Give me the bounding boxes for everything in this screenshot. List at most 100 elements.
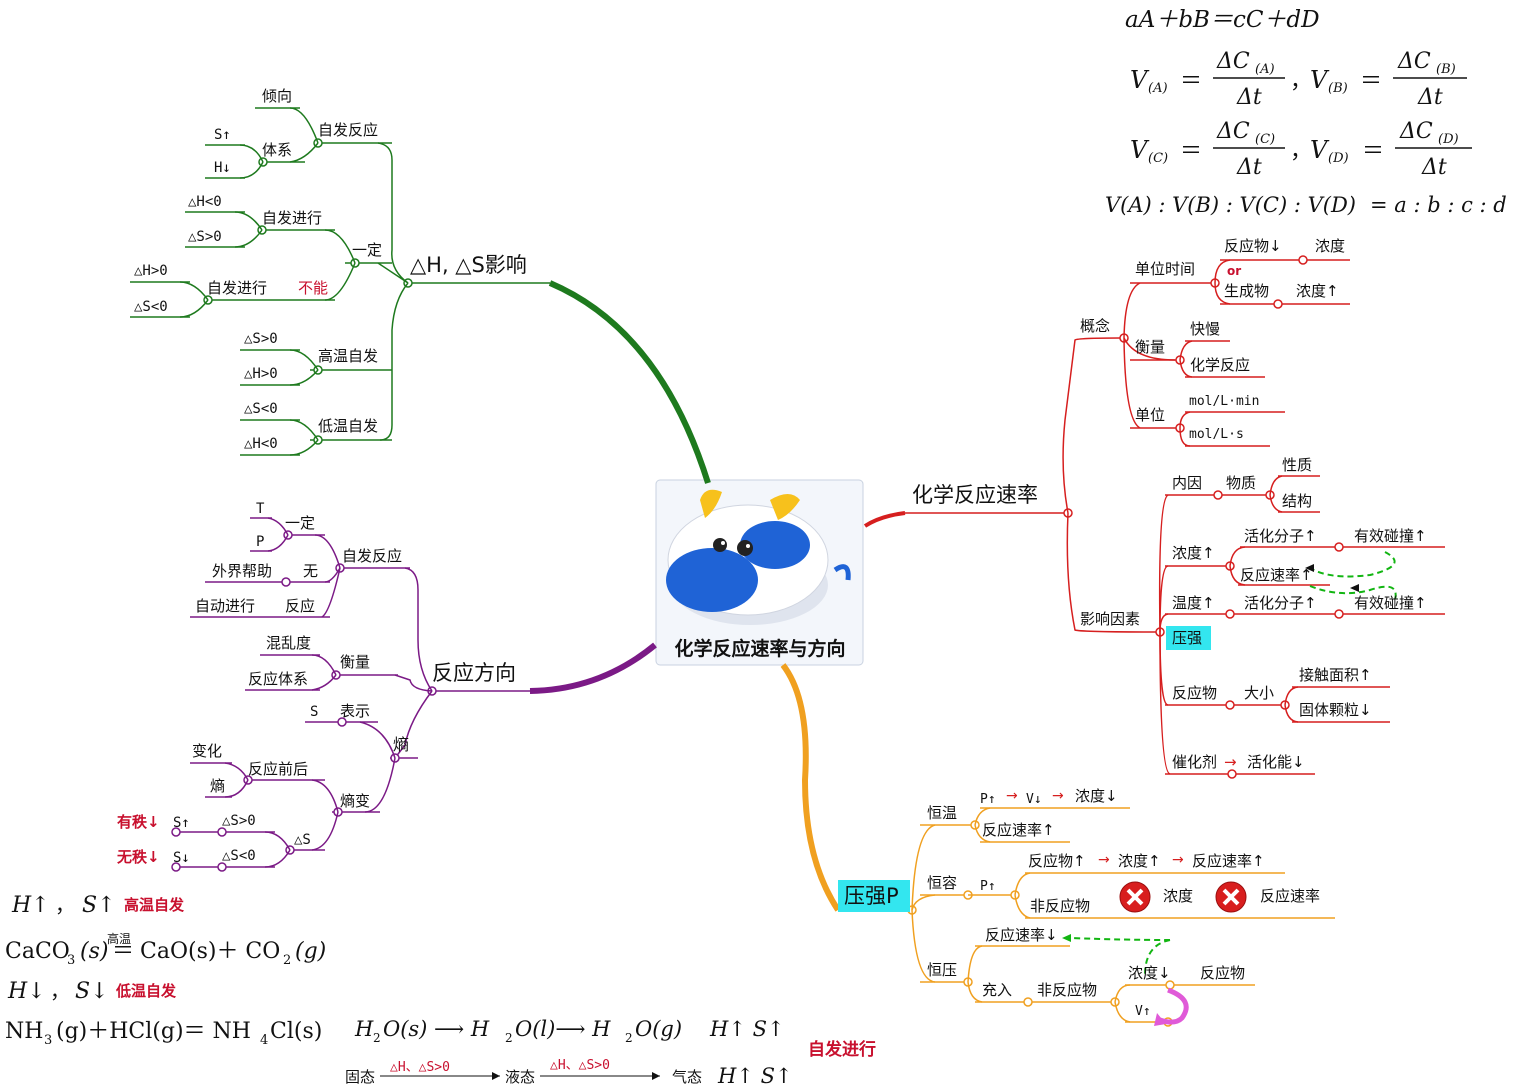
svg-text:H↑ S↑: H↑ S↑ xyxy=(709,1017,785,1041)
svg-text:△H、△S>0: △H、△S>0 xyxy=(390,1060,450,1075)
svg-text:衡量: 衡量 xyxy=(1135,338,1165,356)
branch-reaction-rate-labels: 化学反应速率 概念 单位时间 反应物↓ 浓度 or 生成物 浓度↑ 衡量 快慢 … xyxy=(912,237,1427,771)
svg-text:表示: 表示 xyxy=(340,702,370,720)
svg-text:结构: 结构 xyxy=(1282,492,1312,510)
svg-text:活化分子↑: 活化分子↑ xyxy=(1244,527,1317,545)
svg-text:＝: ＝ xyxy=(1180,139,1202,164)
svg-text:浓度↓: 浓度↓ xyxy=(1128,964,1171,982)
svg-text:有效碰撞↑: 有效碰撞↑ xyxy=(1354,594,1427,612)
center-title: 化学反应速率与方向 xyxy=(674,637,845,660)
svg-text:＝: ＝ xyxy=(112,939,134,964)
svg-text:4: 4 xyxy=(260,1033,268,1048)
cross-icon xyxy=(1119,881,1151,913)
svg-text:一定: 一定 xyxy=(352,241,382,259)
svg-text:高温: 高温 xyxy=(107,931,131,946)
branch-reaction-direction-labels: 反应方向 自发反应 一定 T P 无 外界帮助 反应 自动进行 衡量 混乱度 反… xyxy=(116,501,516,866)
svg-text:→: → xyxy=(1224,753,1237,771)
svg-text:(g)＋HCl(g)＝ NH: (g)＋HCl(g)＝ NH xyxy=(56,1019,251,1044)
svg-text:V(A) : V(B) : V(C) : V(D): V(A) : V(B) : V(C) : V(D) xyxy=(1105,193,1356,217)
svg-text:Δt: Δt xyxy=(1417,85,1443,110)
svg-text:O(s) ⟶ H: O(s) ⟶ H xyxy=(383,1017,490,1041)
branch-reaction-rate[interactable] xyxy=(905,255,1445,779)
pressure-label[interactable]: 压强 xyxy=(1172,629,1202,647)
svg-text:→: → xyxy=(1006,788,1018,804)
svg-text:→: → xyxy=(1172,852,1184,868)
pink-cycle-icon xyxy=(1154,987,1189,1026)
svg-text:影响因素: 影响因素 xyxy=(1080,610,1140,628)
svg-text:浓度↑: 浓度↑ xyxy=(1172,544,1215,562)
main-trunks xyxy=(529,280,906,912)
svg-text:无秩↓: 无秩↓ xyxy=(116,848,160,866)
svg-text:，: ， xyxy=(55,893,75,917)
svg-text:Δt: Δt xyxy=(1236,155,1262,180)
center-node[interactable]: 化学反应速率与方向 xyxy=(655,479,864,666)
svg-text:反应物: 反应物 xyxy=(1200,964,1245,982)
svg-text:(s): (s) xyxy=(80,939,108,964)
svg-text:H: H xyxy=(354,1017,374,1041)
svg-text:H↑: H↑ xyxy=(11,893,50,918)
svg-text:固态: 固态 xyxy=(345,1068,375,1086)
svg-text:化学反应: 化学反应 xyxy=(1190,356,1250,374)
branch-reaction-direction[interactable] xyxy=(171,517,530,872)
branch-title-dh-ds[interactable]: △H, △S影响 xyxy=(410,253,527,277)
svg-text:(B): (B) xyxy=(1436,62,1456,77)
svg-text:，: ， xyxy=(50,979,70,1003)
svg-text:= a : b : c : d: = a : b : c : d xyxy=(1370,193,1507,217)
cross-icon xyxy=(1215,881,1247,913)
svg-text:熵: 熵 xyxy=(393,735,409,754)
svg-text:变化: 变化 xyxy=(192,742,222,760)
svg-text:△H<0: △H<0 xyxy=(188,194,222,210)
svg-text:浓度: 浓度 xyxy=(1315,237,1345,255)
svg-text:无: 无 xyxy=(303,562,318,580)
rate-formulas: aA＋bB＝cC＋dD V (A) ＝ ΔC (A) Δt ， V (B) ＝ … xyxy=(1105,7,1507,217)
svg-text:催化剂: 催化剂 xyxy=(1172,753,1217,771)
svg-text:接触面积↑: 接触面积↑ xyxy=(1299,666,1372,684)
svg-text:ΔC: ΔC xyxy=(1399,119,1433,144)
svg-text:3: 3 xyxy=(67,953,75,968)
svg-text:S↑: S↑ xyxy=(214,127,231,143)
svg-text:△S<0: △S<0 xyxy=(222,848,256,864)
pressure-title-highlight xyxy=(838,880,910,912)
svg-text:2: 2 xyxy=(373,1031,381,1045)
svg-text:自发反应: 自发反应 xyxy=(318,121,378,139)
branch-dh-ds-labels: △H, △S影响 自发反应 倾向 体系 S↑ H↓ 一定 自发进行 △H<0 △… xyxy=(134,87,527,452)
svg-text:V: V xyxy=(1310,136,1330,164)
svg-text:(C): (C) xyxy=(1255,132,1275,147)
svg-text:，: ， xyxy=(1290,139,1312,164)
svg-text:(B): (B) xyxy=(1328,81,1348,96)
svg-text:V: V xyxy=(1130,136,1150,164)
svg-text:混乱度: 混乱度 xyxy=(266,634,311,652)
svg-text:自发反应: 自发反应 xyxy=(342,547,402,565)
svg-text:△H>0: △H>0 xyxy=(134,263,168,279)
pressure-highlight xyxy=(1166,626,1211,650)
svg-text:＝: ＝ xyxy=(1180,69,1202,94)
svg-text:浓度↓: 浓度↓ xyxy=(1075,787,1118,805)
svg-text:自发进行: 自发进行 xyxy=(207,279,267,297)
svg-text:3: 3 xyxy=(44,1033,52,1048)
branch-title-rate[interactable]: 化学反应速率 xyxy=(912,483,1038,507)
branch-dh-ds[interactable] xyxy=(130,107,550,456)
svg-text:反应速率: 反应速率 xyxy=(1260,887,1320,905)
rate-arrow-heads xyxy=(1062,564,1359,942)
svg-text:倾向: 倾向 xyxy=(262,87,292,105)
svg-text:V: V xyxy=(1310,66,1330,94)
svg-text:(A): (A) xyxy=(1148,81,1168,96)
svg-text:CaCO: CaCO xyxy=(5,939,70,964)
svg-text:O(g): O(g) xyxy=(635,1017,682,1041)
svg-text:O(l)⟶ H: O(l)⟶ H xyxy=(515,1017,611,1041)
branch-title-direction[interactable]: 反应方向 xyxy=(432,661,516,685)
svg-text:△S<0: △S<0 xyxy=(134,299,168,315)
svg-text:2: 2 xyxy=(283,953,291,968)
svg-text:高温自发: 高温自发 xyxy=(124,896,185,914)
svg-text:→: → xyxy=(1052,788,1064,804)
svg-text:快慢: 快慢 xyxy=(1190,320,1220,338)
svg-text:S↑: S↑ xyxy=(82,893,116,918)
svg-text:高温自发: 高温自发 xyxy=(318,347,378,365)
svg-text:△S>0: △S>0 xyxy=(244,331,278,347)
svg-text:外界帮助: 外界帮助 xyxy=(212,562,272,580)
svg-text:浓度↑: 浓度↑ xyxy=(1118,852,1161,870)
svg-text:(D): (D) xyxy=(1328,151,1349,166)
svg-text:2: 2 xyxy=(625,1031,633,1045)
branch-title-pressure[interactable]: 压强P xyxy=(844,884,899,908)
svg-text:H↓: H↓ xyxy=(214,160,231,176)
